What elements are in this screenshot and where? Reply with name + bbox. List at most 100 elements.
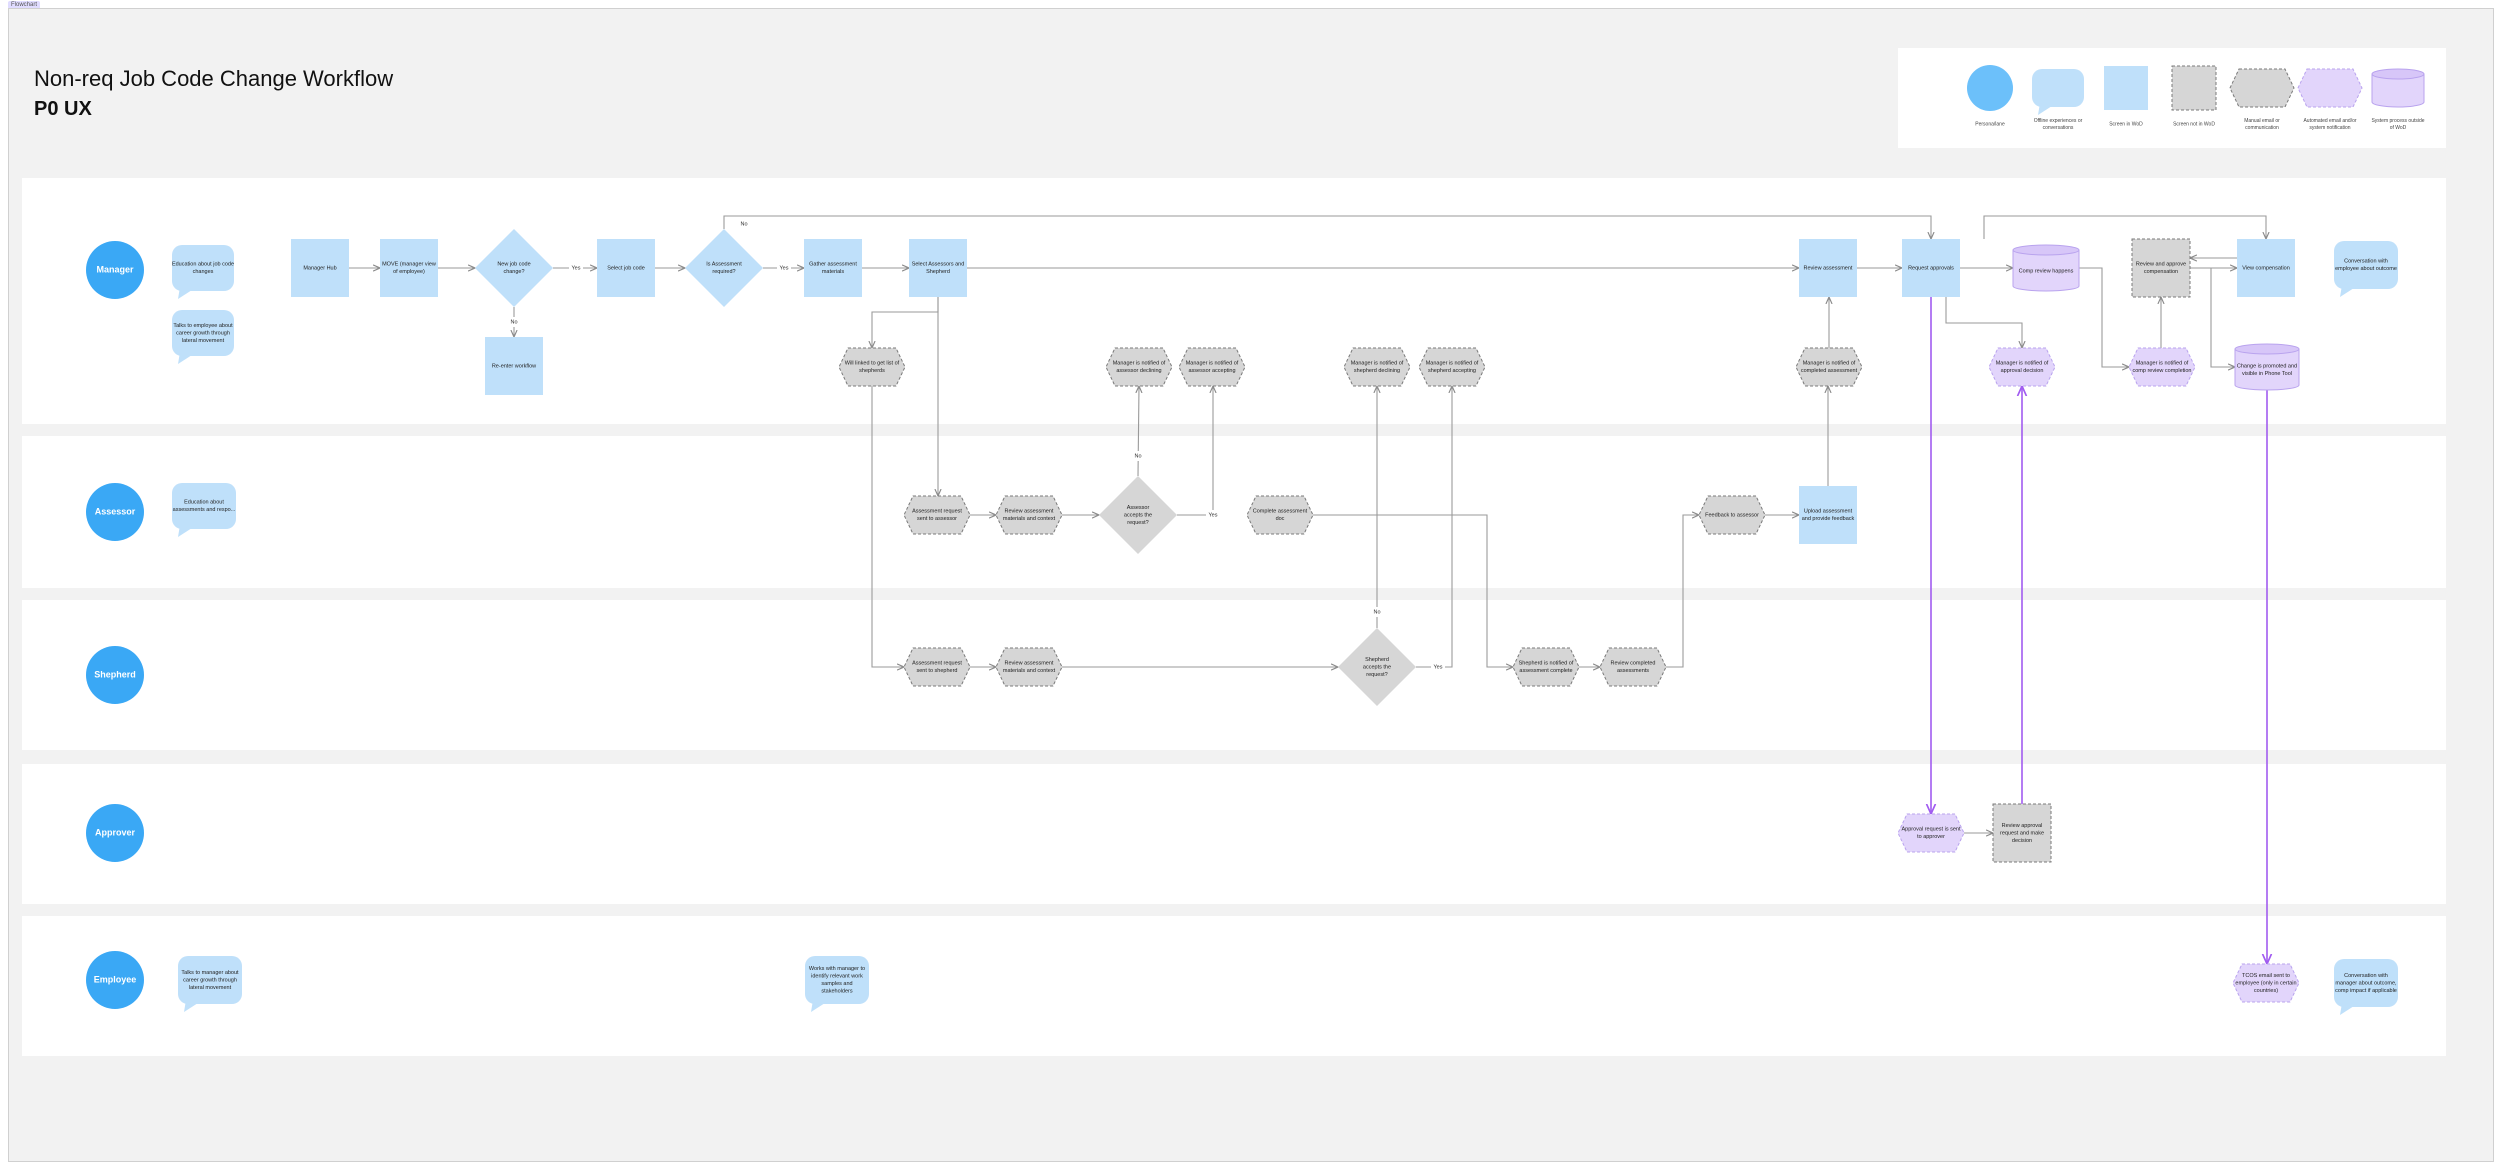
node-new-job-code-label: change? [503,269,524,275]
node-manager-hub-shape [291,239,349,297]
legend-item-screen-dashed-shape [2171,65,2217,111]
node-select-job-code[interactable]: Select job code [597,239,655,297]
node-upload-assessment-shape [1799,486,1857,544]
node-e-bubble3-label: comp impact if applicable [2335,988,2397,994]
persona-assessor-label: Assessor [95,506,136,516]
node-request-approvals[interactable]: Request approvals [1902,239,1960,297]
node-comp-review[interactable]: Comp review happens [2012,244,2080,292]
persona-shepherd-circle [86,646,144,704]
node-assessment-required-shape [685,229,763,307]
edge-12 [871,386,904,667]
node-tcos-email-label: employee (only in certain [2235,980,2296,986]
edge-25 [1416,386,1452,668]
node-review-assessment-m[interactable]: Review assessment [1799,239,1857,297]
legend-item-hex-gray-label: communication [2245,125,2279,131]
node-shepherd-notified-label: Shepherd is notified of [1519,661,1574,667]
node-e-bubble3-label: Conversation with [2344,973,2388,979]
edge-label-bg-16 [1206,510,1220,520]
lane-shepherd-band [22,600,2446,750]
node-re-enter[interactable]: Re-enter workflow [485,337,543,395]
lane-assessor-band [22,436,2446,588]
legend-item-cylinder-shape [2371,74,2425,108]
node-mgr-notified-accepting-label: Manager is notified of [1186,361,1239,367]
node-select-assessors-label: Select Assessors and [912,262,965,268]
node-complete-assessment-label: doc [1276,516,1285,522]
node-m-bubble2-label: Talks to employee about [173,323,233,329]
node-gather-materials-shape [804,239,862,297]
node-assessment-sent-shepherd-shape [903,647,971,687]
node-review-approval-label: decision [2012,838,2032,844]
node-e-bubble1-label: career growth through [183,977,237,983]
node-a-bubble-label: Education about [184,500,224,506]
node-a-bubble-tail [178,525,192,537]
node-manager-hub[interactable]: Manager Hub [291,239,349,297]
node-shepherd-accepts-label: request? [1366,672,1387,678]
node-review-completed-shape [1599,647,1667,687]
node-mgr-notified-completed-label: Manager is notified of [1803,361,1856,367]
persona-approver-circle [86,804,144,862]
node-shepherd-accepts-label: Shepherd [1365,657,1389,663]
node-e-bubble3-label: manager about outcome, [2335,980,2397,986]
node-mgr-notified-approval-label: Manager is notified of [1996,361,2049,367]
node-m-bubble1-label: Education about job code [172,262,234,268]
edge-label-yes: Yes [1209,512,1218,518]
node-view-comp[interactable]: View compensation [2237,239,2295,297]
node-mgr-notified-accepting-label: assessor accepting [1188,368,1235,374]
edge-label-bg-4 [777,263,791,273]
node-comp-review-cylinder-top [2012,244,2080,256]
node-shepherd-accepts-shape [1338,628,1416,706]
node-a-bubble-label: assessments and respo... [173,507,236,513]
legend-item-persona-shape [1967,65,2013,111]
page-title: Non-req Job Code Change Workflow [34,66,394,91]
node-e-bubble3-shape [2334,959,2398,1007]
node-review-approval-shape [1992,803,2052,863]
edge-35 [2210,268,2235,367]
node-will-linked-label: Will linked to get list of [845,361,900,367]
edge-33 [1983,215,2266,239]
node-feedback-assessor[interactable]: Feedback to assessor [1698,495,1766,535]
edge-label-yes: Yes [572,265,581,271]
node-mgr-notified-approval-label: approval decision [2001,368,2044,374]
node-m-bubble1-label: changes [193,269,214,275]
edge-label-bg-2 [569,263,583,273]
node-review-approve-comp-label: compensation [2144,269,2178,275]
